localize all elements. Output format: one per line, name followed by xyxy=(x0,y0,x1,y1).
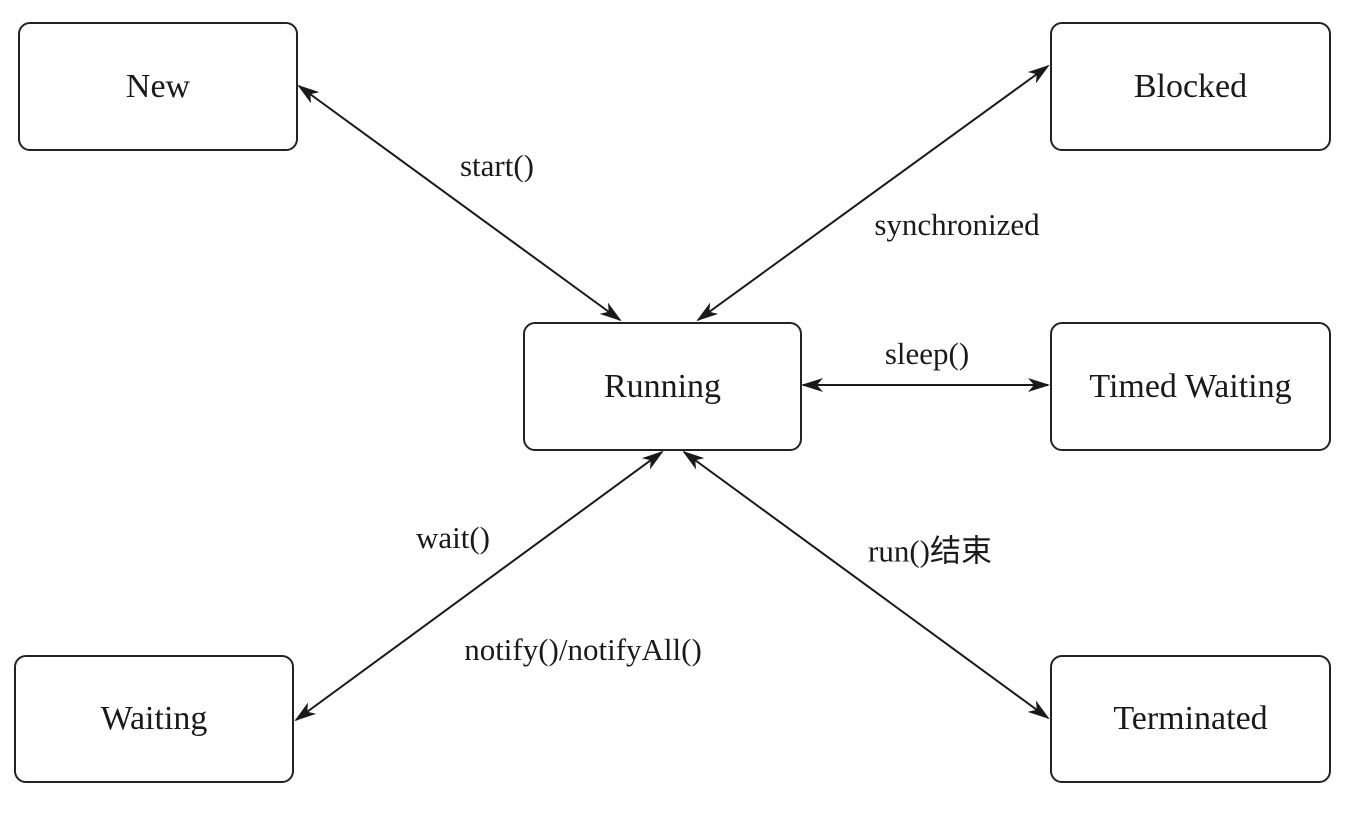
state-blocked: Blocked xyxy=(1050,22,1331,151)
state-label: Terminated xyxy=(1113,700,1268,737)
label-notify: notify()/notifyAll() xyxy=(464,632,702,667)
label-run-end: run()结束 xyxy=(868,533,992,569)
state-label: Blocked xyxy=(1133,67,1248,105)
state-timed-waiting: Timed Waiting xyxy=(1050,322,1331,451)
state-running: Running xyxy=(523,322,802,451)
label-synchronized: synchronized xyxy=(874,207,1040,242)
label-sleep: sleep() xyxy=(884,336,970,371)
state-label: New xyxy=(125,67,191,105)
state-label: Timed Waiting xyxy=(1089,367,1292,405)
state-waiting: Waiting xyxy=(14,655,294,783)
arrow-blocked-running xyxy=(696,64,1050,322)
arrow-new-running xyxy=(297,84,622,322)
state-new: New xyxy=(18,22,298,151)
state-terminated: Terminated xyxy=(1050,655,1331,783)
state-label: Running xyxy=(603,367,722,405)
label-wait: wait() xyxy=(415,520,491,555)
arrow-running-terminated xyxy=(682,450,1050,720)
label-start: start() xyxy=(459,148,535,183)
arrow-running-waiting xyxy=(294,450,664,722)
state-label: Waiting xyxy=(100,700,208,737)
